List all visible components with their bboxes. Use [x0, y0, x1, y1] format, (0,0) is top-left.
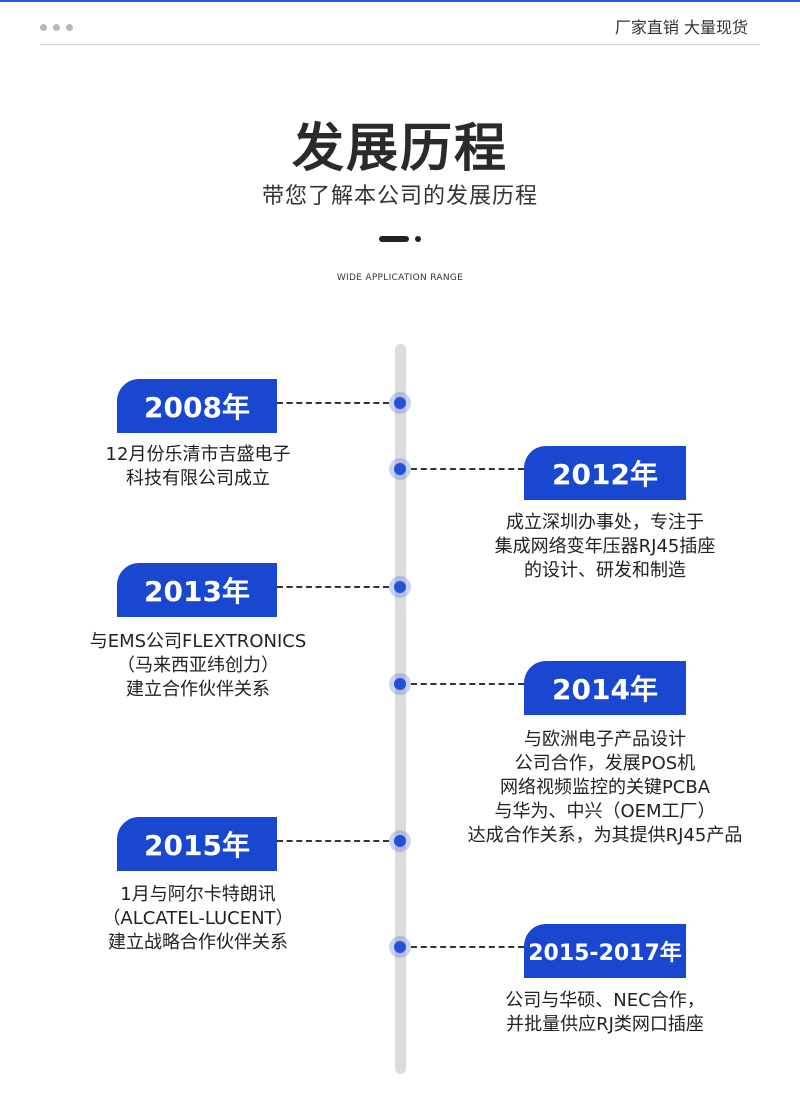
year-tag-2015-2017: 2015-2017年 [524, 924, 686, 978]
event-description-2008: 12月份乐清市吉盛电子 科技有限公司成立 [105, 444, 291, 489]
title-decoration [379, 236, 421, 242]
year-tag-2015: 2015年 [117, 817, 277, 871]
timeline-node [389, 830, 411, 852]
year-tag-2014: 2014年 [524, 661, 686, 715]
timeline-axis [395, 344, 406, 1074]
timeline-connector [277, 402, 389, 404]
timeline-connector [411, 683, 524, 685]
timeline-node [389, 576, 411, 598]
dot-icon [53, 24, 60, 31]
timeline-connector [411, 468, 524, 470]
window-dots [40, 24, 73, 31]
timeline-node [389, 673, 411, 695]
dot-icon [66, 24, 73, 31]
page-title: 发展历程 [291, 119, 508, 179]
timeline-node [389, 936, 411, 958]
event-description-2015-2017: 公司与华硕、NEC合作， 并批量供应RJ类网口插座 [505, 990, 705, 1035]
timeline-node [389, 392, 411, 414]
event-description-2013: 与EMS公司FLEXTRONICS （马来西亚纬创力） 建立合作伙伴关系 [89, 631, 307, 700]
decoration-dot [415, 236, 421, 242]
event-description-2014: 与欧洲电子产品设计 公司合作，发展POS机 网络视频监控的关键PCBA 与华为、… [467, 729, 743, 846]
year-tag-2012: 2012年 [524, 446, 686, 500]
timeline-connector [411, 946, 524, 948]
event-description-2015: 1月与阿尔卡特朗讯 （ALCATEL-LUCENT） 建立战略合作伙伴关系 [102, 884, 294, 953]
year-tag-2008: 2008年 [117, 379, 277, 433]
timeline-connector [277, 586, 389, 588]
english-caption: WIDE APPLICATION RANGE [336, 273, 464, 283]
header-divider [40, 44, 760, 45]
timeline-node [389, 458, 411, 480]
page-subtitle: 带您了解本公司的发展历程 [261, 184, 538, 209]
dot-icon [40, 24, 47, 31]
event-description-2012: 成立深圳办事处，专注于 集成网络变年压器RJ45插座 的设计、研发和制造 [494, 512, 716, 581]
header-slogan: 厂家直销 大量现货 [614, 18, 748, 37]
top-accent-line [0, 0, 800, 2]
timeline-connector [277, 840, 389, 842]
decoration-bar [379, 236, 409, 242]
year-tag-2013: 2013年 [117, 563, 277, 617]
